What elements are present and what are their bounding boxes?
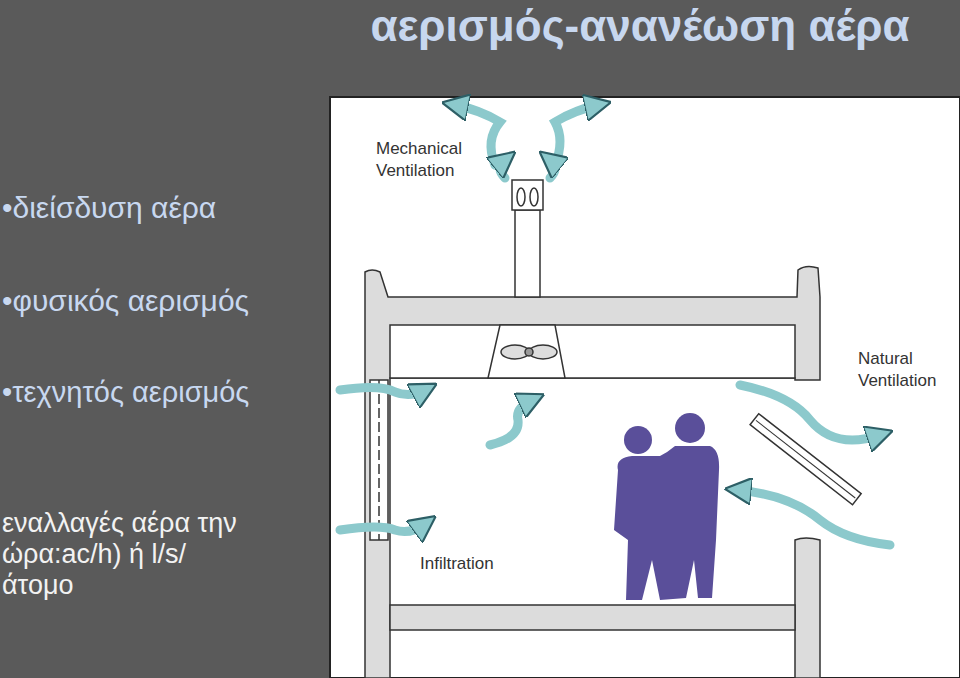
bullet-item: •τεχνητός αερισμός	[2, 375, 326, 410]
mechanical-fan	[488, 180, 565, 378]
white-panel	[330, 97, 960, 678]
people-figures	[614, 413, 719, 600]
airflow-arrows	[340, 105, 890, 545]
note-text: εναλλαγές αέρα την ώρα:ac/h) ή l/s/άτομο	[2, 508, 252, 601]
diagram-label: Natural Ventilation	[858, 348, 958, 392]
diagram-label: Mechanical Ventilation	[376, 138, 501, 182]
slide-title: αερισμός-ανανέωση αέρα	[330, 2, 950, 50]
bullet-item: •φυσικός αερισμός	[2, 283, 324, 319]
diagram-label: Infiltration	[420, 553, 530, 575]
building-section	[365, 266, 820, 678]
bullet-item: •διείσδυση αέρα	[2, 190, 324, 226]
